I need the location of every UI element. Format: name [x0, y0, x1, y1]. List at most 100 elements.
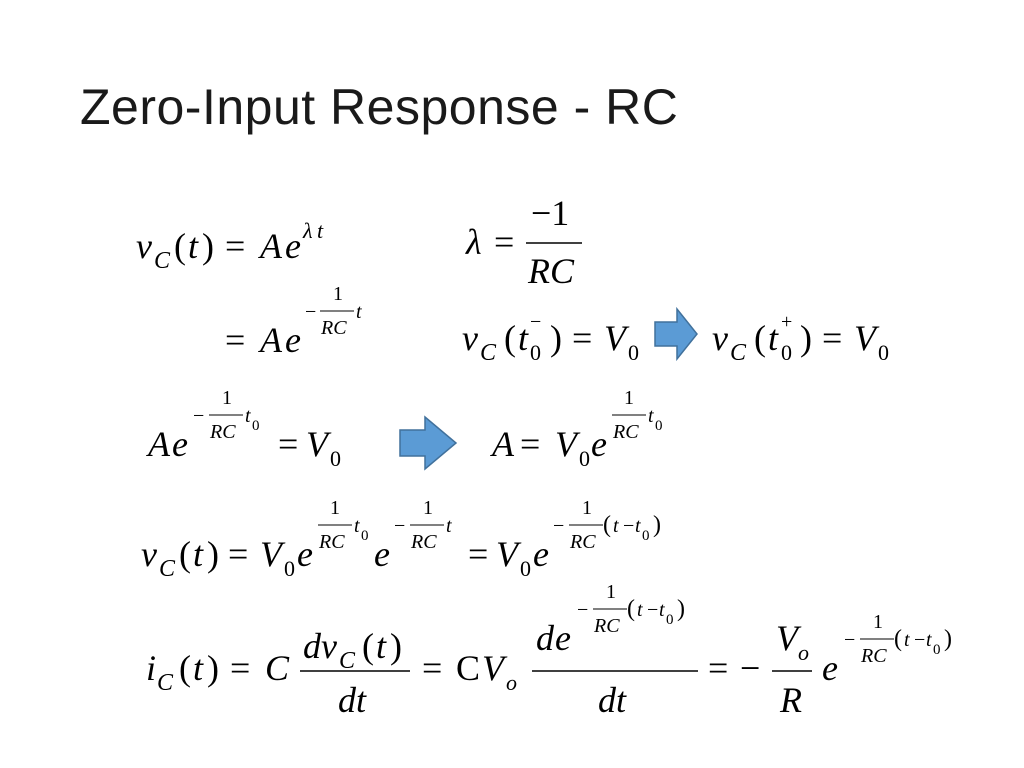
sym-t: t — [648, 405, 654, 427]
sym-sub-zero: 0 — [530, 340, 541, 365]
sym-equals: = — [572, 318, 592, 358]
sym-t: t — [616, 680, 627, 720]
sym-one: 1 — [606, 581, 616, 603]
sym-sub-zero: 0 — [284, 556, 295, 581]
sym-V: V — [776, 618, 802, 658]
sym-e: e — [297, 534, 313, 574]
sym-t: t — [188, 226, 199, 266]
sym-v: v — [136, 226, 152, 266]
sym-A: A — [258, 226, 283, 266]
sym-t: t — [768, 318, 779, 358]
sym-lparen: ( — [504, 318, 516, 358]
sym-minus: − — [193, 405, 204, 427]
sym-sub-C: C — [339, 648, 356, 674]
sym-v: v — [141, 534, 157, 574]
sym-e: e — [591, 424, 607, 464]
sym-sub-zero: 0 — [520, 556, 531, 581]
sym-sub-zero: 0 — [655, 418, 663, 434]
sym-RC: RC — [527, 251, 575, 291]
sym-t: t — [635, 515, 641, 537]
sym-sub-o: o — [798, 640, 809, 665]
eq-solve-A-right: A = V 0 e 1 RC t 0 — [490, 387, 663, 471]
sym-rparen: ) — [550, 318, 562, 358]
sym-t: t — [637, 599, 643, 621]
sym-sub-zero: 0 — [933, 642, 941, 658]
eq-vc-general: v C ( t ) = A e λ t — [136, 218, 324, 274]
sym-RC: RC — [318, 531, 345, 553]
sym-equals: = — [468, 534, 488, 574]
sym-sup-plus: + — [781, 311, 792, 333]
sym-A: A — [258, 320, 283, 360]
sym-one: 1 — [330, 497, 340, 519]
sym-equals: = — [822, 318, 842, 358]
sym-t: t — [926, 629, 932, 651]
sym-rparen: ) — [677, 596, 685, 622]
sym-e: e — [822, 648, 838, 688]
sym-RC: RC — [209, 421, 236, 443]
sym-t: t — [904, 629, 910, 651]
sym-equals: = — [230, 648, 250, 688]
sym-RC: RC — [410, 531, 437, 553]
sym-e: e — [172, 424, 188, 464]
sym-rparen: ) — [944, 626, 952, 652]
sym-lparen: ( — [179, 648, 191, 688]
sym-V: V — [604, 318, 630, 358]
sym-v: v — [712, 318, 728, 358]
sym-equals: = — [708, 648, 728, 688]
sym-lparen: ( — [627, 596, 635, 622]
sym-V: V — [854, 318, 880, 358]
sym-one: 1 — [582, 497, 592, 519]
slide-title: Zero-Input Response - RC — [80, 79, 679, 135]
sym-sub-zero: 0 — [361, 528, 369, 544]
eq-ic-current: i C ( t ) = C d v C ( t ) d t = C V o d … — [146, 581, 952, 720]
sym-RC: RC — [593, 615, 620, 637]
sym-sub-zero: 0 — [579, 446, 590, 471]
sym-R: R — [779, 680, 802, 720]
sym-lambda: λ — [465, 222, 482, 262]
sym-minus: − — [647, 599, 658, 621]
sym-rparen: ) — [207, 534, 219, 574]
sym-e: e — [285, 226, 301, 266]
sym-sub-zero: 0 — [781, 340, 792, 365]
sym-rparen: ) — [653, 512, 661, 538]
sym-t: t — [356, 301, 362, 323]
sym-e: e — [285, 320, 301, 360]
sym-t: t — [354, 515, 360, 537]
sym-rparen: ) — [202, 226, 214, 266]
sym-RC: RC — [569, 531, 596, 553]
sym-one: 1 — [423, 497, 433, 519]
sym-v: v — [462, 318, 478, 358]
eq-vc-expanded: = A e − 1 RC t — [225, 283, 362, 360]
sym-lambda: λ — [302, 218, 313, 243]
sym-one: 1 — [873, 611, 883, 633]
sym-V: V — [496, 534, 522, 574]
sym-t: t — [613, 515, 619, 537]
sym-d: d — [338, 680, 357, 720]
sym-one: 1 — [333, 283, 343, 305]
sym-V: V — [555, 424, 581, 464]
sym-lparen: ( — [179, 534, 191, 574]
sym-minus: − — [914, 629, 925, 651]
sym-RC: RC — [860, 645, 887, 667]
right-arrow-icon — [654, 306, 698, 362]
sym-C: C — [265, 648, 290, 688]
sym-sub-C: C — [154, 248, 171, 274]
sym-sub-C: C — [730, 340, 747, 366]
sym-equals: = — [225, 320, 245, 360]
sym-V: V — [260, 534, 286, 574]
sym-e: e — [533, 534, 549, 574]
sym-equals: = — [520, 424, 540, 464]
sym-A: A — [146, 424, 171, 464]
sym-minus: − — [623, 515, 634, 537]
sym-t: t — [518, 318, 529, 358]
eq-lambda: λ = −1 RC — [465, 193, 582, 291]
sym-sub-C: C — [480, 340, 497, 366]
sym-equals: = — [422, 648, 442, 688]
eq-solve-A-left: A e − 1 RC t 0 = V 0 — [146, 387, 341, 471]
sym-sub-zero: 0 — [252, 418, 260, 434]
sym-sub-zero: 0 — [642, 528, 650, 544]
sym-sub-o: o — [506, 670, 517, 695]
sym-RC: RC — [320, 317, 347, 339]
sym-V: V — [482, 648, 508, 688]
